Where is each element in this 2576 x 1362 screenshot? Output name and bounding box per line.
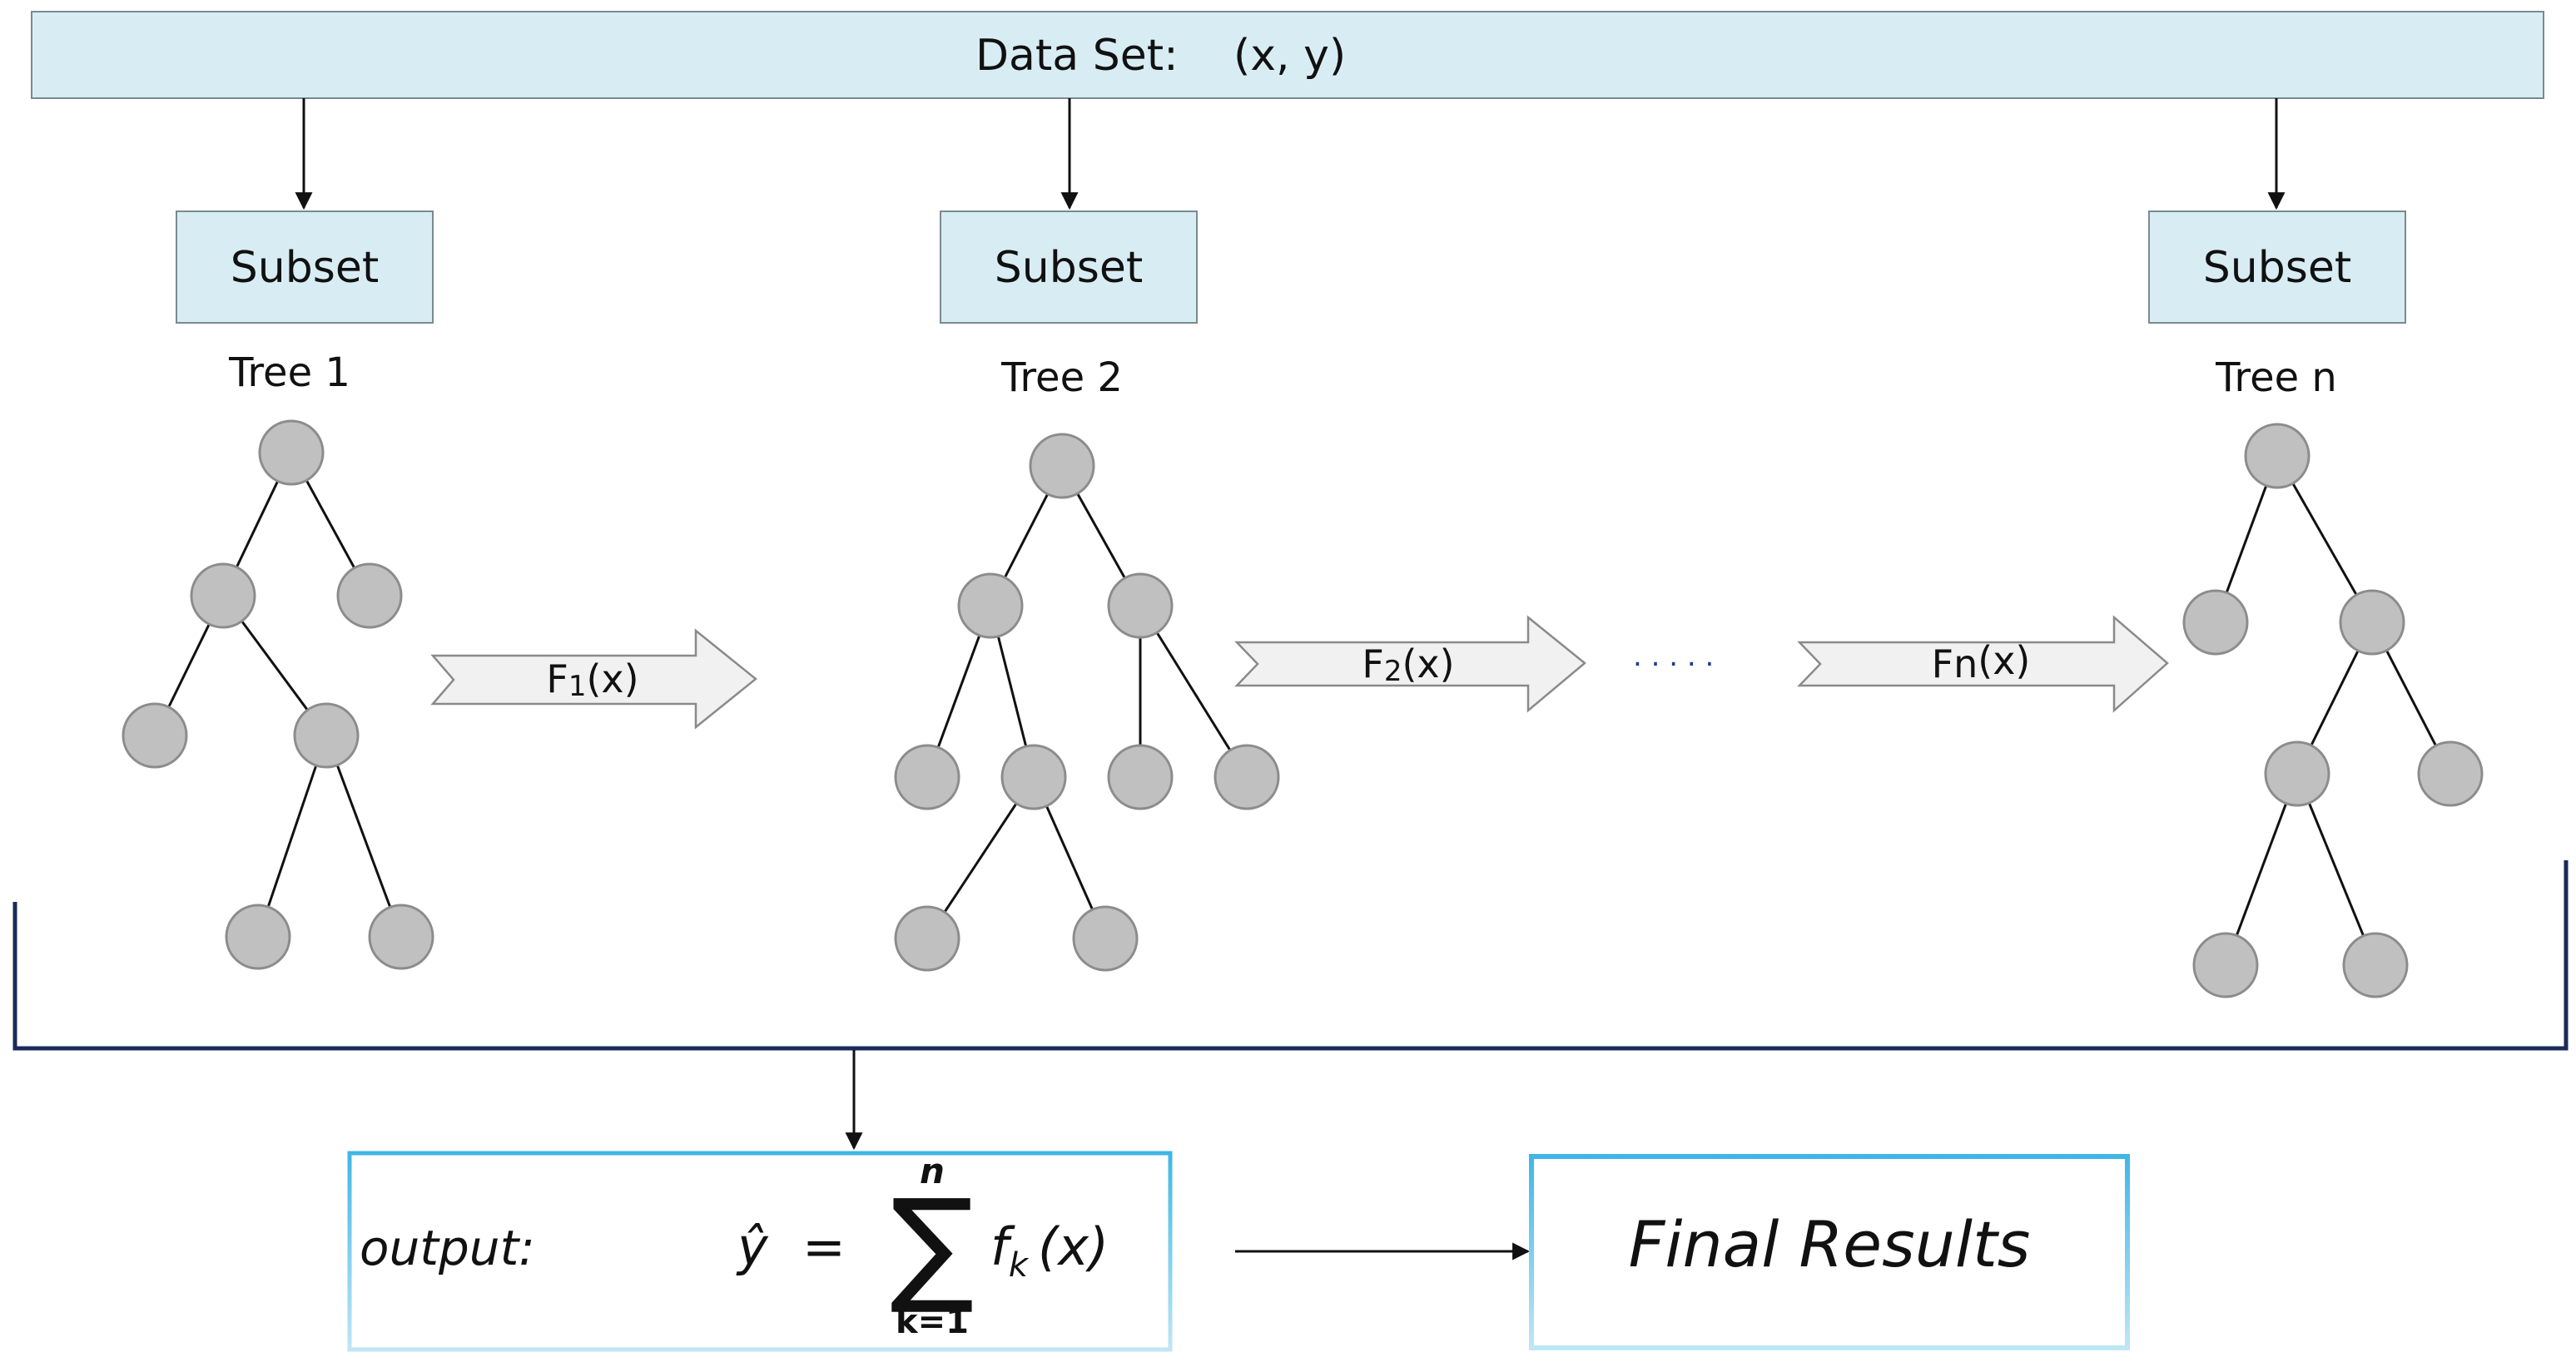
dataset-label: Data Set: <box>975 31 1179 81</box>
final-results-box: Final Results <box>1529 1154 2130 1350</box>
ellipsis-dots: . . . . . <box>1633 640 1714 673</box>
tree-node <box>336 562 403 629</box>
tree-node <box>368 904 434 970</box>
dataset-band: Data Set: (x, y) <box>31 11 2544 99</box>
flow-arrow-1: F1(x) <box>430 628 757 730</box>
tree-node <box>2192 932 2259 998</box>
tree-node <box>258 419 325 486</box>
final-results-label: Final Results <box>1629 1207 2031 1281</box>
tree-node <box>894 905 960 972</box>
flow-arrow-n: Fn(x) <box>1797 615 2169 713</box>
tree-2-label: Tree 2 <box>1000 354 1123 401</box>
equals-sign: = <box>802 1216 846 1277</box>
sum-lower: k=1 <box>896 1303 969 1341</box>
subset-label: Subset <box>231 243 379 293</box>
subset-box-2: Subset <box>940 210 1198 324</box>
output-lead: output: <box>360 1220 535 1276</box>
tree-2 <box>894 433 1280 972</box>
tree-node <box>957 572 1024 639</box>
tree-node <box>2244 423 2310 489</box>
tree-node <box>1107 572 1174 639</box>
tree-node <box>1107 744 1174 810</box>
tree-node <box>1214 744 1280 810</box>
tree-node <box>2182 589 2249 656</box>
tree-1-label: Tree 1 <box>228 349 350 396</box>
flow-arrow-label: Fn(x) <box>1932 638 2031 686</box>
tree-node <box>2342 932 2409 998</box>
tree-node <box>894 744 960 810</box>
ensemble-bracket <box>12 860 2569 1051</box>
sigma-symbol: ∑ <box>890 1173 974 1318</box>
tree-node <box>122 702 188 769</box>
tree-node <box>2339 589 2405 656</box>
output-formula-box: output: ŷ = n ∑ k=1 fk(x) <box>347 1151 1173 1352</box>
subset-label: Subset <box>2203 243 2351 293</box>
tree-node <box>1000 744 1067 810</box>
f-term: fk(x) <box>990 1216 1109 1285</box>
flow-arrow-2: F2(x) <box>1234 615 1586 713</box>
tree-n-label: Tree n <box>2215 354 2337 401</box>
tree-node <box>225 904 291 970</box>
sum-upper: n <box>920 1151 945 1191</box>
y-hat: ŷ <box>736 1216 769 1277</box>
subset-box-1: Subset <box>176 210 434 324</box>
tree-n <box>2182 423 2484 998</box>
subset-label: Subset <box>995 243 1143 293</box>
tree-node <box>293 702 360 769</box>
tree-node <box>1029 433 1095 499</box>
tree-node <box>190 562 256 629</box>
tree-node <box>2417 740 2484 807</box>
flow-arrow-label: F2(x) <box>1362 641 1454 688</box>
tree-node <box>1072 905 1139 972</box>
flow-arrow-label: F1(x) <box>546 656 638 703</box>
subset-box-n: Subset <box>2148 210 2406 324</box>
tree-node <box>2264 740 2330 807</box>
tree-1 <box>122 419 434 970</box>
dataset-value: (x, y) <box>1233 31 1346 81</box>
